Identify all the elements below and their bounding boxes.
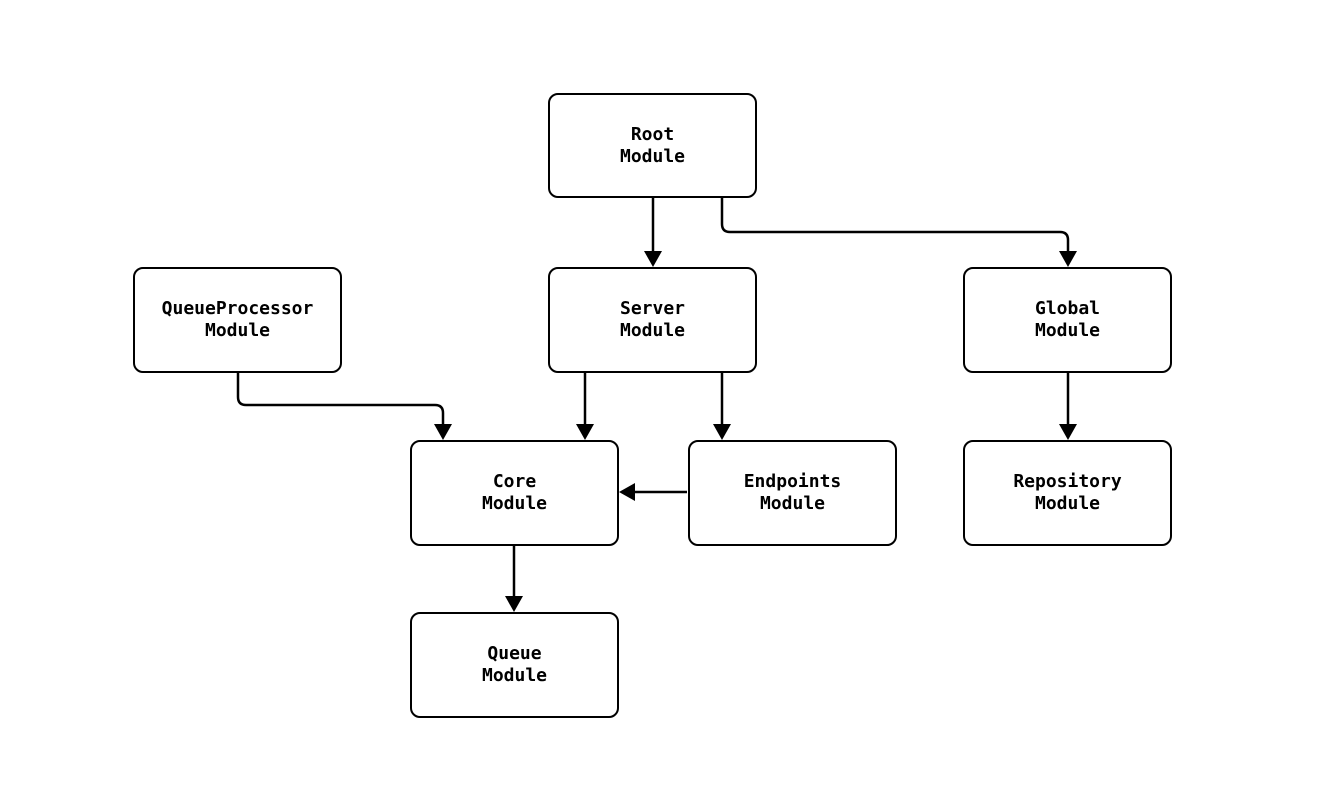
node-repository-module: Repository Module: [963, 440, 1172, 546]
node-core-module: Core Module: [410, 440, 619, 546]
node-endpoints-module: Endpoints Module: [688, 440, 897, 546]
arrowhead-global-to-repository: [1059, 424, 1077, 440]
node-server-module-label: Server Module: [619, 298, 686, 341]
arrowhead-root-to-server: [644, 251, 662, 267]
arrowhead-endpoints-to-core: [619, 483, 635, 501]
arrowhead-server-to-endpoints: [713, 424, 731, 440]
node-queue-module: Queue Module: [410, 612, 619, 718]
arrowhead-server-to-core: [576, 424, 594, 440]
edge-root-to-global: [720, 198, 1070, 253]
node-queueprocessor-module: QueueProcessor Module: [133, 267, 342, 373]
node-global-module-label: Global Module: [1034, 298, 1101, 341]
arrowhead-core-to-queue: [505, 596, 523, 612]
node-root-module: Root Module: [548, 93, 757, 198]
node-root-module-label: Root Module: [619, 123, 686, 167]
node-server-module: Server Module: [548, 267, 757, 373]
edge-queueprocessor-to-core: [236, 373, 445, 426]
node-queue-module-label: Queue Module: [481, 643, 548, 686]
arrowhead-queueprocessor-to-core: [434, 424, 452, 440]
node-core-module-label: Core Module: [481, 471, 548, 514]
node-queueprocessor-module-label: QueueProcessor Module: [161, 298, 314, 341]
node-repository-module-label: Repository Module: [1013, 471, 1122, 514]
arrowhead-root-to-global: [1059, 251, 1077, 267]
node-endpoints-module-label: Endpoints Module: [743, 471, 842, 514]
node-global-module: Global Module: [963, 267, 1172, 373]
